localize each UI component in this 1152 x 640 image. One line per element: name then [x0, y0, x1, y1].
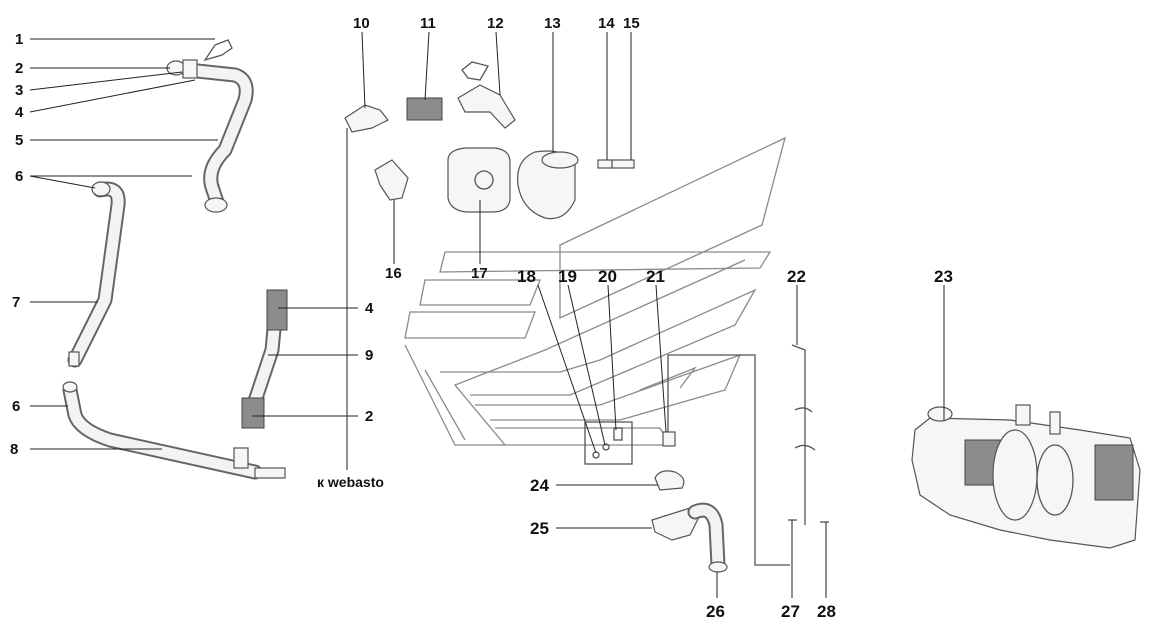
label-16: 16: [385, 265, 402, 282]
label-14: 14: [598, 15, 615, 32]
label-3: 3: [15, 82, 23, 99]
hose-7-tip: [68, 351, 80, 367]
label-25: 25: [530, 519, 549, 538]
clamp-24: [654, 470, 685, 491]
label-4: 4: [15, 104, 24, 121]
label-21: 21: [646, 267, 665, 286]
heater-control-box: [1094, 444, 1134, 501]
label-17: 17: [471, 265, 488, 282]
rod-22-break-top: [794, 407, 813, 413]
elbow-10: [344, 104, 389, 133]
rod-22-break-bottom: [794, 444, 816, 451]
label-5: 5: [15, 132, 23, 149]
hose-8: [62, 381, 286, 480]
hose-8-tee: [233, 447, 249, 469]
logo-stripe-4: [404, 311, 536, 339]
label-4b: 4: [365, 300, 374, 317]
logo-stripe-7: [440, 288, 757, 396]
label-6b: 6: [12, 398, 20, 415]
label-23: 23: [934, 267, 953, 286]
to-webasto-note: к webasto: [317, 474, 384, 490]
heater-fitting: [1049, 411, 1061, 435]
part-number-labels: 1 2 3 4 5 6 7 6 8 4 9 2 10 11 12 13 14 1…: [10, 15, 953, 621]
label-22: 22: [787, 267, 806, 286]
bolt-15: [611, 159, 635, 169]
heater-23: [911, 404, 1141, 549]
tap-12: [457, 84, 516, 129]
logo-stripe-8: [475, 353, 742, 421]
parts-top-center: [344, 61, 635, 220]
leader-lines: [29, 31, 945, 598]
hose-26-end: [708, 561, 728, 573]
hose-5-end: [204, 197, 228, 213]
heater-inlet: [927, 406, 953, 422]
logo-stripe-2: [439, 251, 772, 273]
fitting-16: [374, 159, 409, 201]
wire-harness: [667, 354, 790, 566]
label-27: 27: [781, 602, 800, 621]
logo-stripe-9: [495, 427, 672, 446]
label-13: 13: [544, 15, 561, 32]
label-1: 1: [15, 31, 23, 48]
label-10: 10: [353, 15, 370, 32]
label-24: 24: [530, 476, 549, 495]
part-21: [662, 431, 676, 447]
label-26: 26: [706, 602, 725, 621]
rod-22-shaft: [791, 344, 806, 525]
logo-stripe-5: [404, 259, 746, 446]
detail-box: [584, 421, 633, 465]
label-18: 18: [517, 267, 536, 286]
logo-stripe-1: [559, 136, 786, 320]
tee-fitting-3: [182, 59, 198, 79]
hose-9: [241, 289, 288, 429]
hose-assembly-top-left: [166, 39, 254, 213]
logo-stripe-10: [639, 366, 697, 391]
label-6: 6: [15, 168, 23, 185]
label-20: 20: [598, 267, 617, 286]
hose-7: [67, 181, 126, 368]
label-12: 12: [487, 15, 504, 32]
label-8: 8: [10, 441, 18, 458]
background-logo: [404, 136, 786, 446]
logo-stripe-6: [424, 369, 466, 441]
heater-outlet: [1015, 404, 1031, 426]
valve-1: [203, 39, 233, 62]
label-11: 11: [420, 15, 436, 32]
label-28: 28: [817, 602, 836, 621]
gasket-17: [447, 147, 511, 213]
label-7: 7: [12, 294, 20, 311]
tap-12-handle: [461, 61, 489, 81]
logo-stripe-3: [419, 279, 541, 306]
heater-ring: [1036, 444, 1074, 516]
label-15: 15: [623, 15, 640, 32]
clamp-4-lower: [266, 289, 288, 331]
small-parts-box: [584, 354, 790, 566]
label-19: 19: [558, 267, 577, 286]
part-19: [602, 443, 610, 451]
gasket-17-hole: [474, 170, 494, 190]
clamp-2-lower: [241, 397, 265, 429]
elbow-6-bottom: [62, 381, 78, 393]
flange-13-face: [541, 151, 579, 169]
heater-fan: [992, 429, 1038, 521]
label-2: 2: [15, 60, 23, 77]
washer-14: [597, 159, 613, 169]
rod-22: [788, 344, 829, 525]
part-20: [613, 427, 623, 441]
elbow-6-top: [91, 181, 111, 197]
sleeve-11: [406, 97, 443, 121]
label-9: 9: [365, 347, 373, 364]
parts-bottom-center: [651, 470, 728, 573]
label-2b: 2: [365, 408, 373, 425]
hose-8-pipe: [254, 467, 286, 479]
